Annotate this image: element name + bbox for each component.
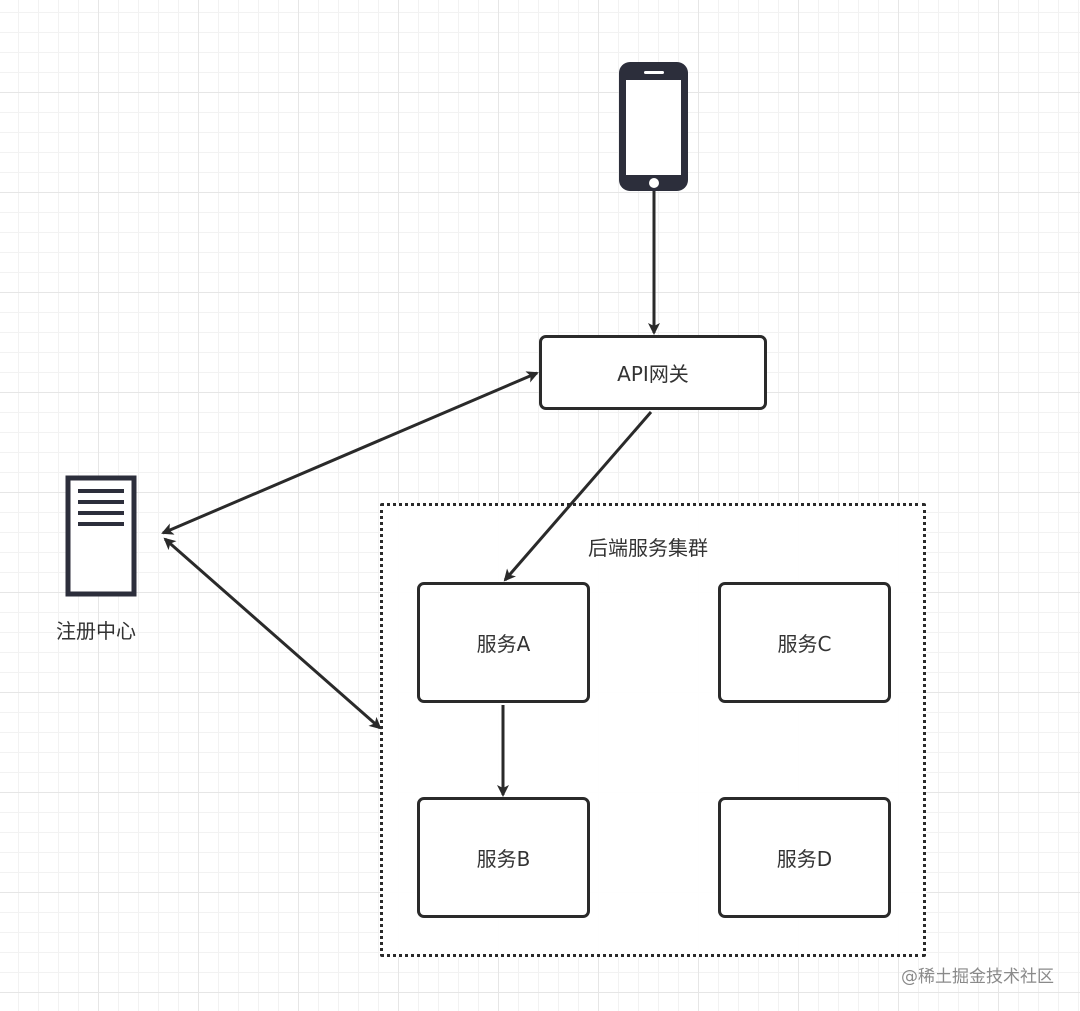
server-icon [65, 475, 137, 597]
service-c-node[interactable]: 服务C [718, 582, 891, 703]
api-gateway-label: API网关 [617, 362, 689, 386]
watermark: @稀土掘金技术社区 [901, 967, 1054, 987]
edge-gateway-to-service-a [503, 411, 653, 582]
service-d-node[interactable]: 服务D [718, 797, 891, 918]
service-a-label: 服务A [476, 632, 531, 656]
edge-registry-gateway [161, 371, 539, 535]
service-a-node[interactable]: 服务A [417, 582, 590, 703]
smartphone-icon [619, 62, 688, 191]
service-b-node[interactable]: 服务B [417, 797, 590, 918]
service-b-label: 服务B [476, 847, 531, 871]
api-gateway-node[interactable]: API网关 [539, 335, 767, 410]
service-d-label: 服务D [776, 847, 833, 871]
cluster-title: 后端服务集群 [588, 536, 708, 560]
service-c-label: 服务C [777, 632, 832, 656]
edge-registry-cluster [163, 537, 382, 730]
registry-label: 注册中心 [56, 619, 136, 643]
